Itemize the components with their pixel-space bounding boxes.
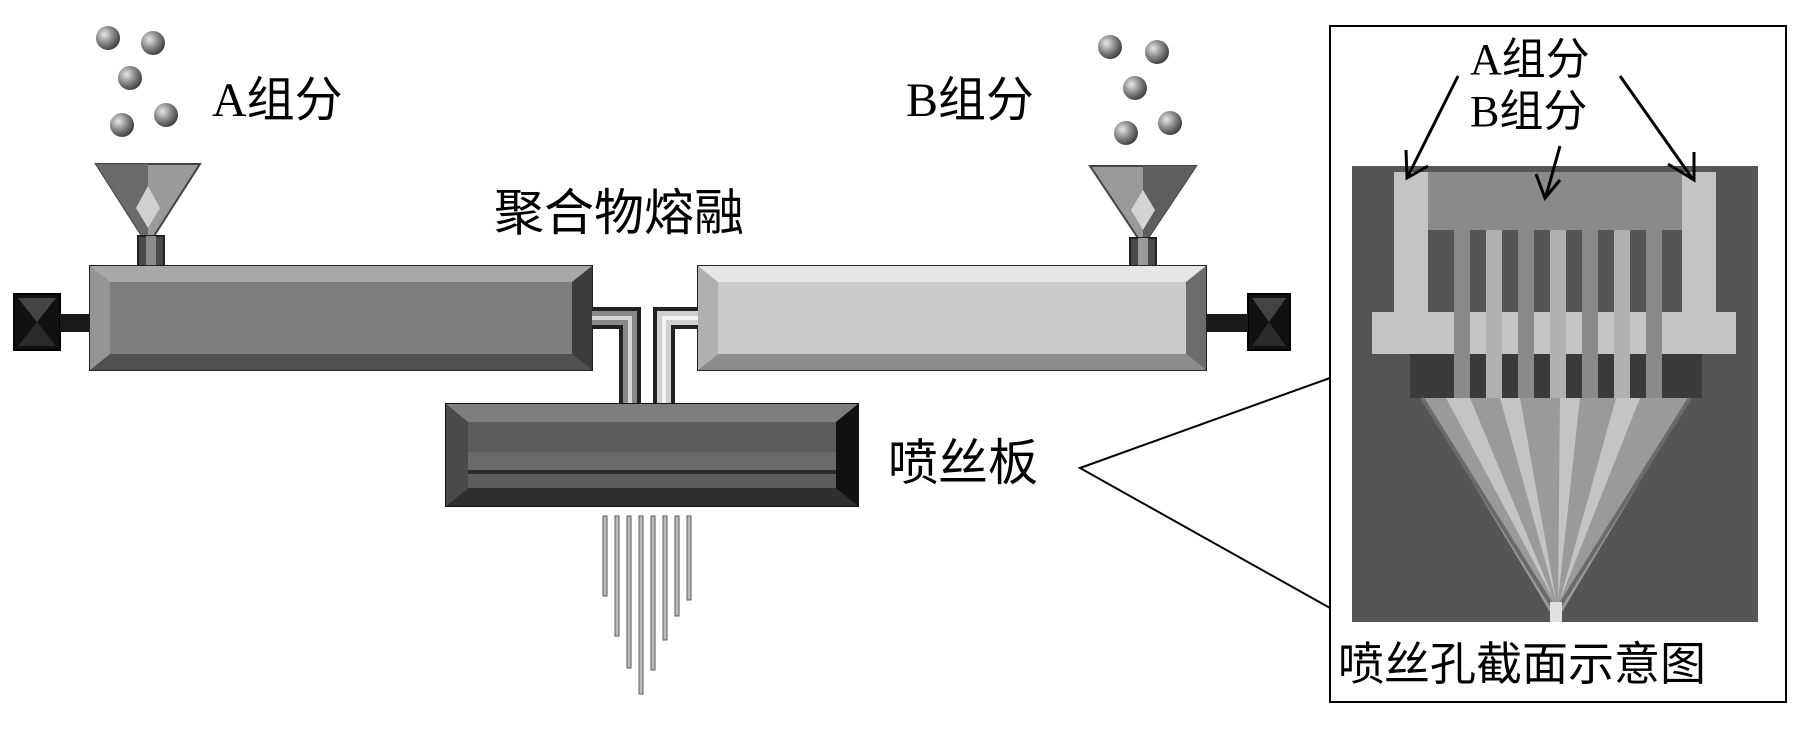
callout-line: [1077, 377, 1331, 609]
polymer-melt-label: 聚合物熔融: [494, 185, 744, 241]
inset-caption: 喷丝孔截面示意图: [1338, 639, 1706, 690]
melt-pipe-a: [592, 307, 641, 404]
inset-channels: [1454, 230, 1662, 406]
motor-b: [1206, 293, 1291, 351]
pellets-b: [1098, 35, 1182, 145]
extruder-a: [89, 265, 593, 371]
hopper-a: [94, 163, 202, 267]
inset-label-b: B组分: [1470, 87, 1587, 136]
motor-a: [13, 293, 94, 351]
inset-cone: [1420, 396, 1692, 622]
component-a-label: A组分: [212, 74, 343, 127]
pellets-a: [96, 26, 178, 137]
inset-panel: A组分 B组分 喷丝孔截面示意图: [1329, 25, 1787, 703]
spinneret-label: 喷丝板: [888, 435, 1038, 491]
inset-arrows: [1404, 75, 1696, 201]
hopper-b: [1088, 165, 1198, 269]
filaments: [602, 515, 692, 695]
extruder-b: [697, 265, 1207, 371]
inset-inner-chamber: [1428, 172, 1682, 230]
inset-label-a: A组分: [1470, 35, 1590, 84]
melt-pipe-b: [653, 307, 698, 404]
spinneret: [445, 403, 859, 507]
component-b-label: B组分: [906, 74, 1034, 127]
